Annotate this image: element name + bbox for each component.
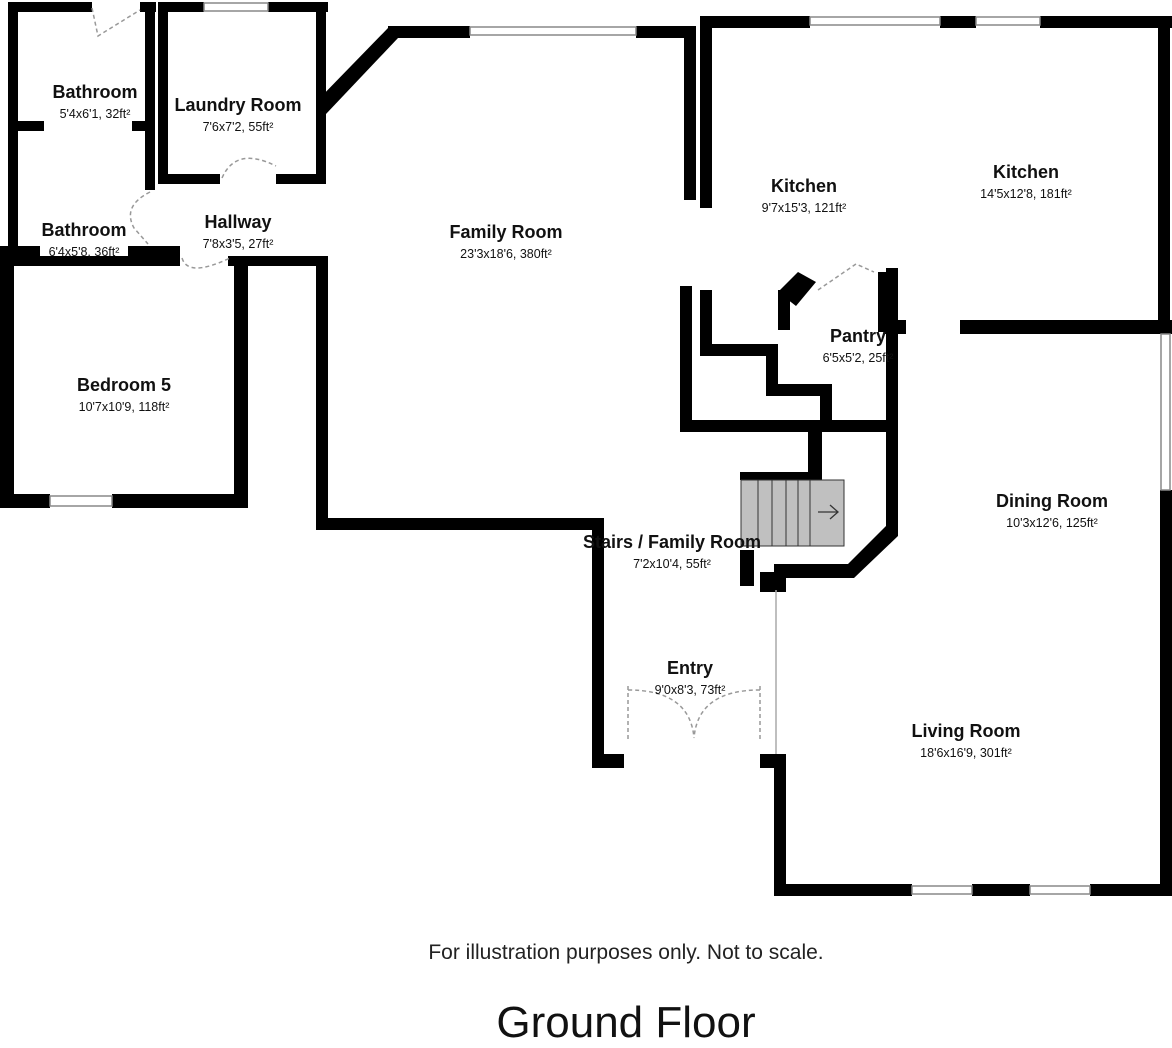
room-name: Laundry Room [174,95,301,115]
room-dimensions: 6'5x5'2, 25ft² [823,351,894,365]
door-swings [91,7,875,740]
room-bathroom-2: Bathroom 6'4x5'8, 36ft² [42,220,127,259]
room-labels: Bathroom 5'4x6'1, 32ft² Laundry Room 7'6… [42,82,1108,760]
room-dimensions: 7'8x3'5, 27ft² [203,237,274,251]
room-dimensions: 18'6x16'9, 301ft² [920,746,1012,760]
room-dining-room: Dining Room 10'3x12'6, 125ft² [996,491,1108,530]
room-dimensions: 10'7x10'9, 118ft² [79,400,170,414]
room-hallway: Hallway 7'8x3'5, 27ft² [203,212,274,251]
room-dimensions: 14'5x12'8, 181ft² [980,187,1072,201]
room-dimensions: 5'4x6'1, 32ft² [60,107,131,121]
right-arrow-icon [818,504,839,520]
room-kitchen-2: Kitchen 14'5x12'8, 181ft² [980,162,1072,201]
room-dimensions: 23'3x18'6, 380ft² [460,247,552,261]
room-name: Bathroom [53,82,138,102]
room-family-room: Family Room 23'3x18'6, 380ft² [449,222,562,261]
room-name: Entry [667,658,713,678]
floor-title: Ground Floor [496,998,756,1047]
room-name: Hallway [204,212,271,232]
walls [0,2,1172,896]
windows [49,2,1171,895]
room-dimensions: 6'4x5'8, 36ft² [49,245,120,259]
room-dimensions: 9'0x8'3, 73ft² [655,683,726,697]
room-name: Bathroom [42,220,127,240]
disclaimer-text: For illustration purposes only. Not to s… [428,941,824,964]
room-name: Family Room [449,222,562,242]
room-entry: Entry 9'0x8'3, 73ft² [655,658,726,697]
room-name: Living Room [912,721,1021,741]
room-dimensions: 7'2x10'4, 55ft² [633,557,711,571]
room-dimensions: 7'6x7'2, 55ft² [203,120,274,134]
room-name: Bedroom 5 [77,375,171,395]
room-kitchen-1: Kitchen 9'7x15'3, 121ft² [762,176,847,215]
room-name: Kitchen [993,162,1059,182]
room-name: Dining Room [996,491,1108,511]
room-pantry: Pantry 6'5x5'2, 25ft² [823,326,894,365]
room-bedroom-5: Bedroom 5 10'7x10'9, 118ft² [77,375,171,414]
floor-plan: Bathroom 5'4x6'1, 32ft² Laundry Room 7'6… [0,2,1172,896]
room-name: Kitchen [771,176,837,196]
room-stairs-family-room: Stairs / Family Room 7'2x10'4, 55ft² [583,532,761,571]
room-dimensions: 9'7x15'3, 121ft² [762,201,847,215]
room-living-room: Living Room 18'6x16'9, 301ft² [912,721,1021,760]
room-dimensions: 10'3x12'6, 125ft² [1006,516,1098,530]
stairs [740,479,845,547]
room-laundry-room: Laundry Room 7'6x7'2, 55ft² [174,95,301,134]
room-bathroom-1: Bathroom 5'4x6'1, 32ft² [53,82,138,121]
room-name: Stairs / Family Room [583,532,761,552]
room-name: Pantry [830,326,886,346]
